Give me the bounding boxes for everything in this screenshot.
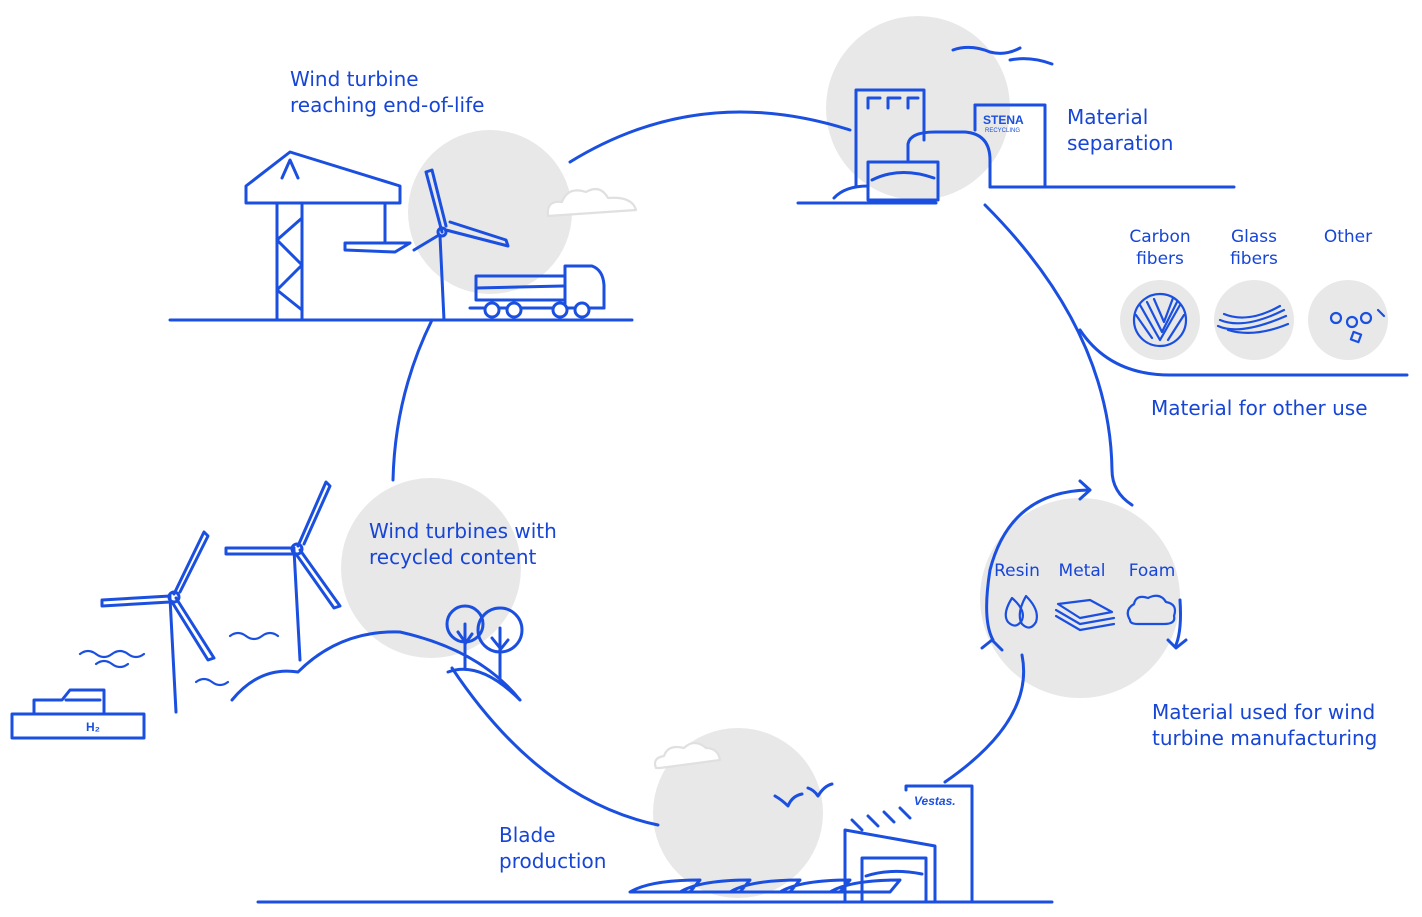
wave-icon	[78, 649, 146, 659]
wave-icon-2	[94, 659, 130, 669]
separation-scene: STENA RECYCLING	[796, 45, 1236, 205]
inner-arrow-left	[980, 638, 1004, 652]
arc-right	[983, 203, 1134, 507]
arc-left	[391, 318, 434, 482]
blob-separation	[826, 16, 1010, 200]
foam-icon	[1126, 594, 1177, 626]
arc-bottom-left	[450, 666, 660, 827]
other-use-branch	[1078, 328, 1409, 377]
glass-fibers-icon	[1216, 304, 1290, 335]
factory-icon	[843, 828, 937, 904]
label-foam: Foam	[1128, 561, 1176, 581]
factory-building-icon	[854, 88, 926, 188]
blob-recycled	[341, 478, 521, 658]
blob-carbon	[1120, 280, 1200, 360]
label-other: Other	[1323, 227, 1373, 247]
other-materials-icon	[1329, 308, 1386, 344]
blob-end-of-life	[408, 130, 572, 294]
label-carbon-fibers: Carbon fibers	[1129, 227, 1191, 269]
blade-row-icon	[628, 878, 902, 894]
cloud-icon	[546, 187, 638, 218]
bird-icon-2	[806, 782, 834, 798]
label-manufacturing: Material used for wind turbine manufactu…	[1152, 700, 1378, 750]
inner-arc-left	[985, 488, 1090, 642]
cycle-ring	[391, 110, 1134, 827]
wave-icon-4	[194, 677, 230, 687]
bird-icon	[773, 792, 804, 808]
stena-logo: STENA	[983, 113, 1024, 127]
label-end-of-life: Wind turbine reaching end-of-life	[290, 67, 485, 117]
truck-icon	[468, 264, 606, 319]
label-recycled-content: Wind turbines with recycled content	[369, 519, 557, 569]
label-blade-production: Blade production	[499, 823, 607, 873]
hill-icon	[230, 630, 522, 702]
crane-icon	[244, 150, 412, 322]
label-resin: Resin	[994, 561, 1040, 581]
label-metal: Metal	[1058, 561, 1106, 581]
carbon-fibers-icon	[1132, 292, 1188, 348]
turbine-hill-icon	[224, 480, 342, 662]
inner-arrow-top	[1078, 479, 1092, 501]
arc-top	[568, 110, 852, 164]
inner-arrow-right	[1166, 638, 1188, 650]
turbine-end-of-life-icon	[412, 168, 510, 322]
wave-icon-3	[228, 631, 280, 641]
blob-blade	[653, 728, 823, 898]
blob-materials	[980, 498, 1180, 698]
vestas-logo: Vestas.	[914, 794, 956, 808]
metal-icon	[1054, 598, 1116, 632]
stena-logo-sub: RECYCLING	[985, 128, 1020, 134]
trees-icon	[445, 604, 524, 682]
hydrogen-boat-icon: H₂	[10, 688, 146, 740]
stena-building-icon	[973, 103, 1047, 189]
blade-production-scene: Vestas.	[256, 741, 1054, 904]
inner-material-cycle	[980, 479, 1188, 652]
cloud-blade-icon	[653, 741, 722, 770]
label-glass-fibers: Glass fibers	[1230, 227, 1278, 269]
inner-arc-right	[1174, 598, 1182, 647]
vestas-building-icon	[904, 784, 974, 904]
arc-lower-right	[943, 653, 1026, 784]
resin-icon	[1004, 594, 1038, 629]
end-of-life-scene	[168, 150, 638, 322]
wind-swoosh-icon	[951, 45, 1022, 55]
background-blobs	[341, 16, 1388, 898]
svg-text:H₂: H₂	[86, 720, 100, 734]
label-separation: Material separation	[1067, 105, 1174, 155]
turbine-sea-icon	[100, 530, 216, 714]
blob-glass	[1214, 280, 1294, 360]
label-other-use: Material for other use	[1151, 396, 1368, 420]
recycled-content-scene: H₂	[10, 480, 524, 740]
